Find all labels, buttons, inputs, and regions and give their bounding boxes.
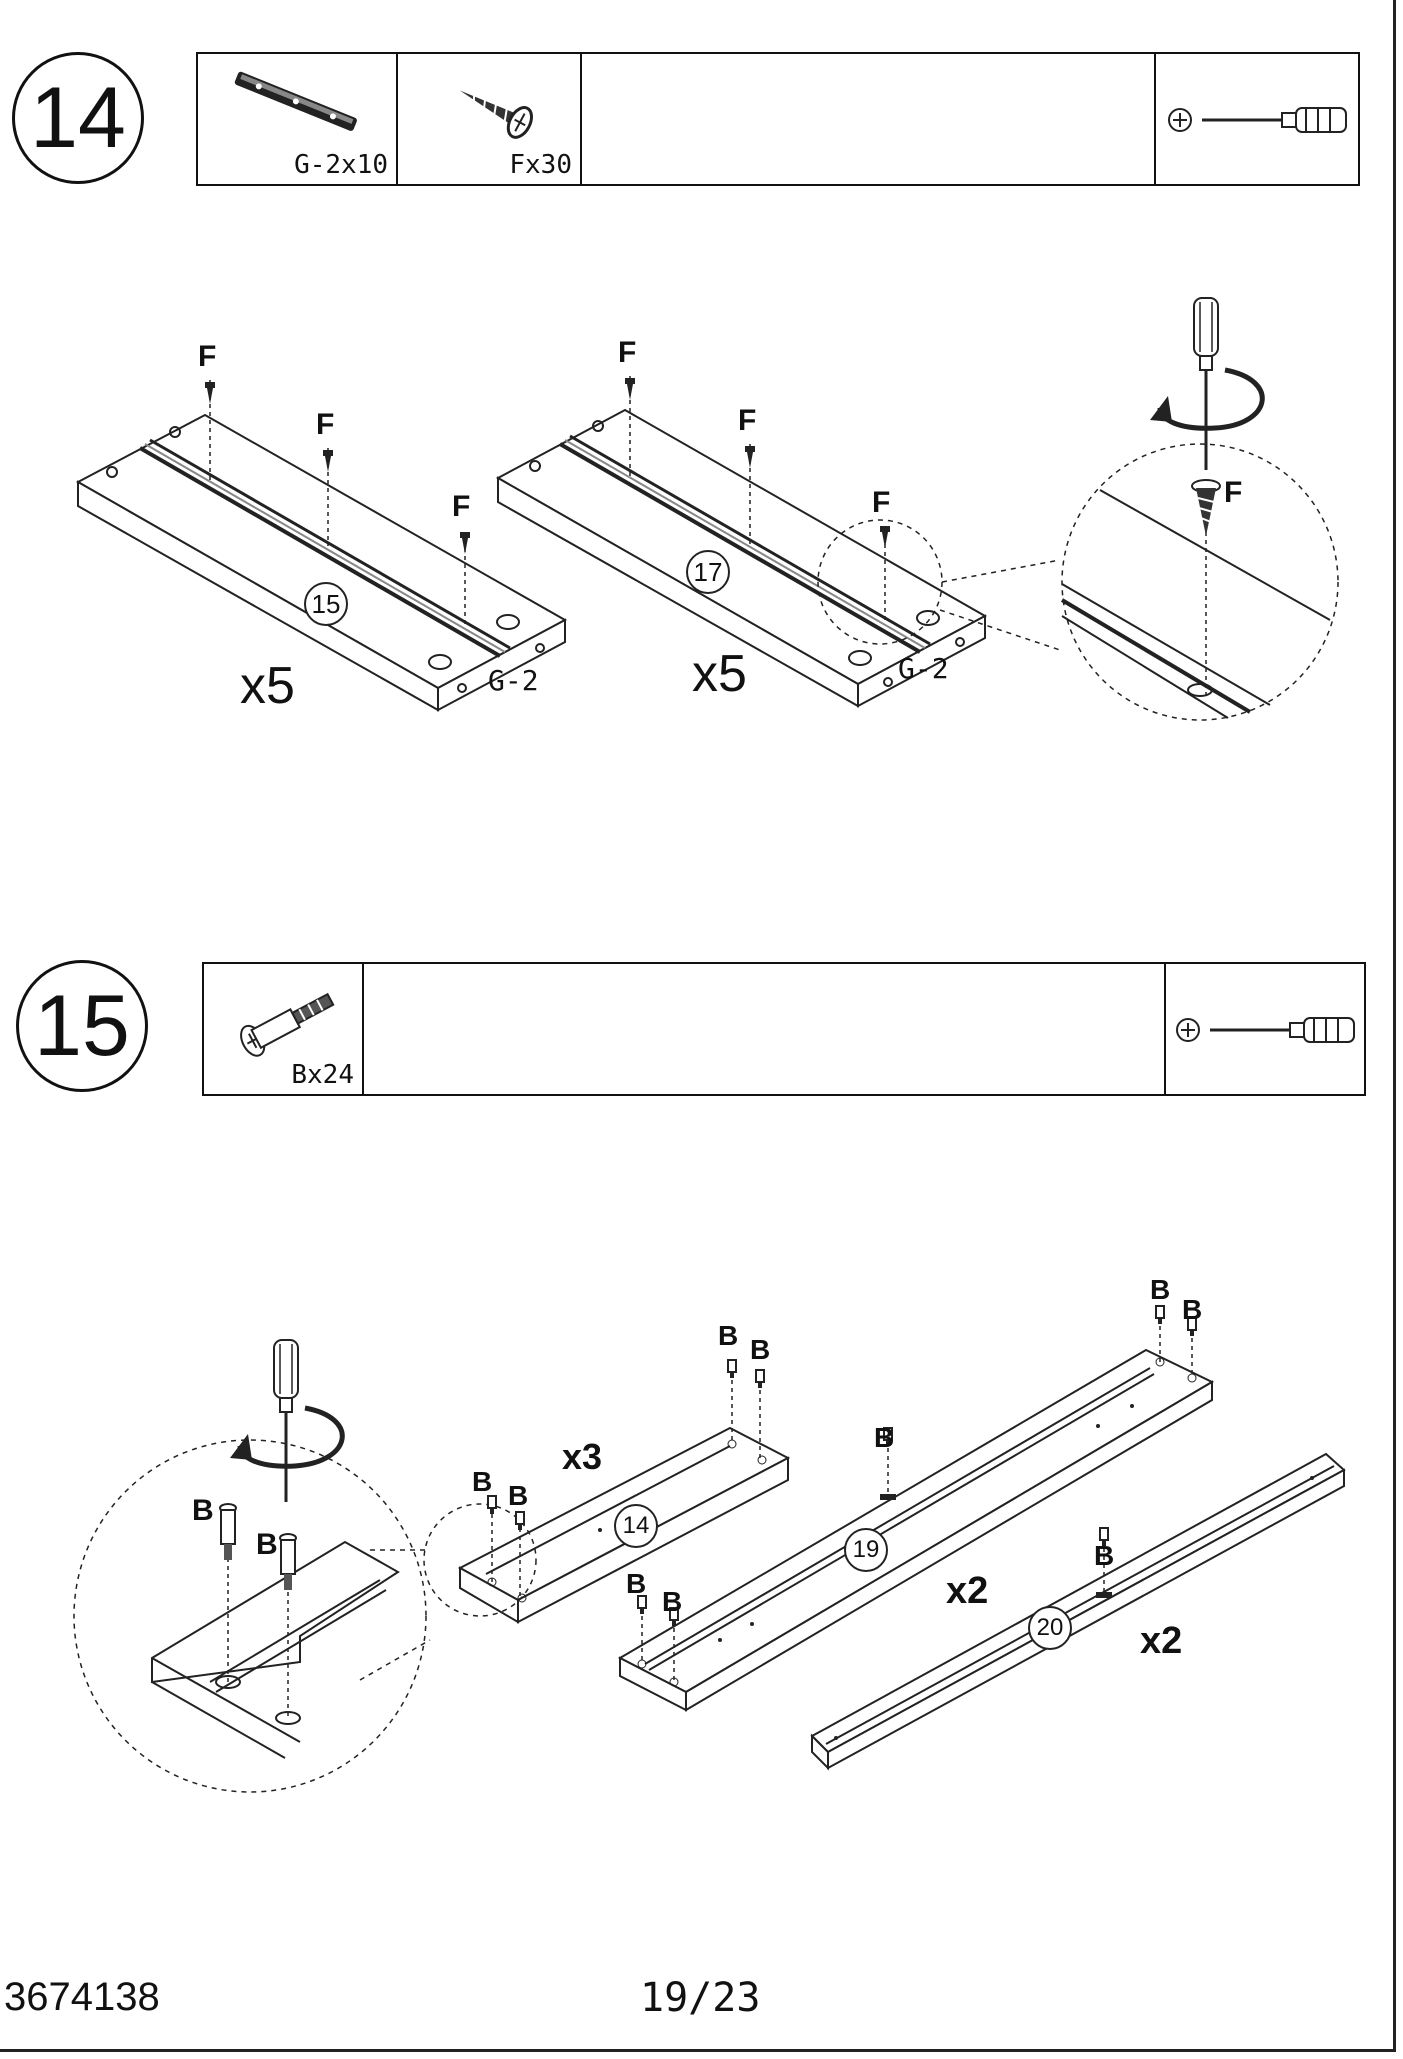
part-cell-dowel-strip: G-2x10 (198, 54, 398, 184)
bolt-label-b: B (192, 1494, 214, 1527)
screw-icon (880, 526, 890, 548)
part-number: 15 (311, 588, 341, 619)
cam-bolt-icon (1155, 1305, 1165, 1324)
screw-label-f: F (316, 408, 335, 441)
screw-label-f: F (618, 336, 637, 369)
strip-label: G-2 (488, 664, 539, 697)
screw-label-f: F (738, 404, 757, 437)
wood-screw-icon (459, 90, 533, 139)
bolt-label-b: B (750, 1334, 771, 1365)
part-number: 19 (852, 1536, 880, 1563)
empty-cell (364, 964, 1166, 1094)
quantity-label: x5 (692, 645, 747, 703)
quantity-label: x2 (1140, 1620, 1183, 1662)
screw-icon (745, 446, 755, 468)
screw-label-f: F (872, 486, 891, 519)
cam-bolt-icon (1099, 1527, 1109, 1546)
part-number: 20 (1036, 1614, 1064, 1641)
step-number: 15 (34, 977, 130, 1074)
cam-bolt-icon (1187, 1317, 1197, 1336)
detail-zoom (73, 1339, 427, 1793)
panel-17 (495, 376, 988, 708)
cam-bolt-icon (515, 1511, 525, 1530)
part-cell-screw: Fx30 (398, 54, 582, 184)
panel-20 (810, 1452, 1346, 1771)
cam-bolt-icon (637, 1595, 647, 1614)
part-label: Bx24 (291, 1060, 354, 1090)
screw-icon (205, 382, 215, 404)
bolt-label-b: B (1150, 1274, 1171, 1305)
step-15-parts-box: Bx24 (202, 962, 1366, 1096)
part-number: 14 (622, 1512, 650, 1539)
screw-label-f: F (198, 340, 217, 373)
panel-19 (617, 1318, 1215, 1712)
screw-label-f: F (452, 490, 471, 523)
bolt-label-b: B (472, 1466, 493, 1497)
strip-label: G-2 (898, 652, 949, 685)
step-14-illustration (75, 297, 1339, 721)
empty-cell (582, 54, 1156, 184)
part-number-20: 20 (1028, 1606, 1072, 1650)
tool-cell (1156, 54, 1358, 184)
screwdriver-rotate-icon (1150, 297, 1265, 470)
step-number: 14 (30, 69, 126, 166)
step-15-illustration (73, 1305, 1346, 1793)
cam-bolt-icon (487, 1495, 497, 1514)
bolt-label-b: B (256, 1528, 278, 1561)
part-number-17: 17 (686, 550, 730, 594)
page-number: 19/23 (640, 1975, 761, 2021)
step-14-parts-box: G-2x10 Fx30 (196, 52, 1360, 186)
screw-label-f: F (1224, 476, 1243, 509)
bolt-label-b: B (874, 1422, 895, 1453)
cam-bolt-icon (883, 1427, 893, 1446)
part-label: Fx30 (509, 150, 572, 180)
part-number-14: 14 (614, 1504, 658, 1548)
phillips-screwdriver-icon (1168, 107, 1347, 133)
step-15-number: 15 (16, 960, 148, 1092)
screw-icon (460, 532, 470, 554)
part-number: 17 (693, 556, 723, 587)
bolt-label-b: B (626, 1568, 647, 1599)
cam-bolt-icon (755, 1369, 765, 1388)
part-label: G-2x10 (294, 150, 388, 180)
bolt-label-b: B (1182, 1294, 1203, 1325)
quantity-label: x2 (946, 1570, 989, 1612)
bolt-label-b: B (718, 1320, 739, 1351)
phillips-screwdriver-icon (1176, 1017, 1355, 1043)
detail-zoom (1060, 443, 1339, 721)
quantity-label: x3 (562, 1436, 603, 1477)
quantity-label: x5 (240, 657, 295, 715)
tool-cell (1166, 964, 1364, 1094)
part-cell-cam-bolt: Bx24 (204, 964, 364, 1094)
screw-icon (323, 450, 333, 472)
screw-icon (625, 378, 635, 400)
dowel-strip-icon (234, 71, 357, 131)
cam-bolt-icon (240, 992, 335, 1057)
step-14-number: 14 (12, 52, 144, 184)
product-code: 3674138 (4, 1975, 160, 2019)
bolt-label-b: B (1094, 1540, 1115, 1571)
bolt-label-b: B (508, 1480, 529, 1511)
bolt-label-b: B (662, 1586, 683, 1617)
part-number-19: 19 (844, 1528, 888, 1572)
cam-bolt-icon (669, 1607, 679, 1626)
cam-bolt-icon (727, 1359, 737, 1378)
part-number-15: 15 (304, 582, 348, 626)
